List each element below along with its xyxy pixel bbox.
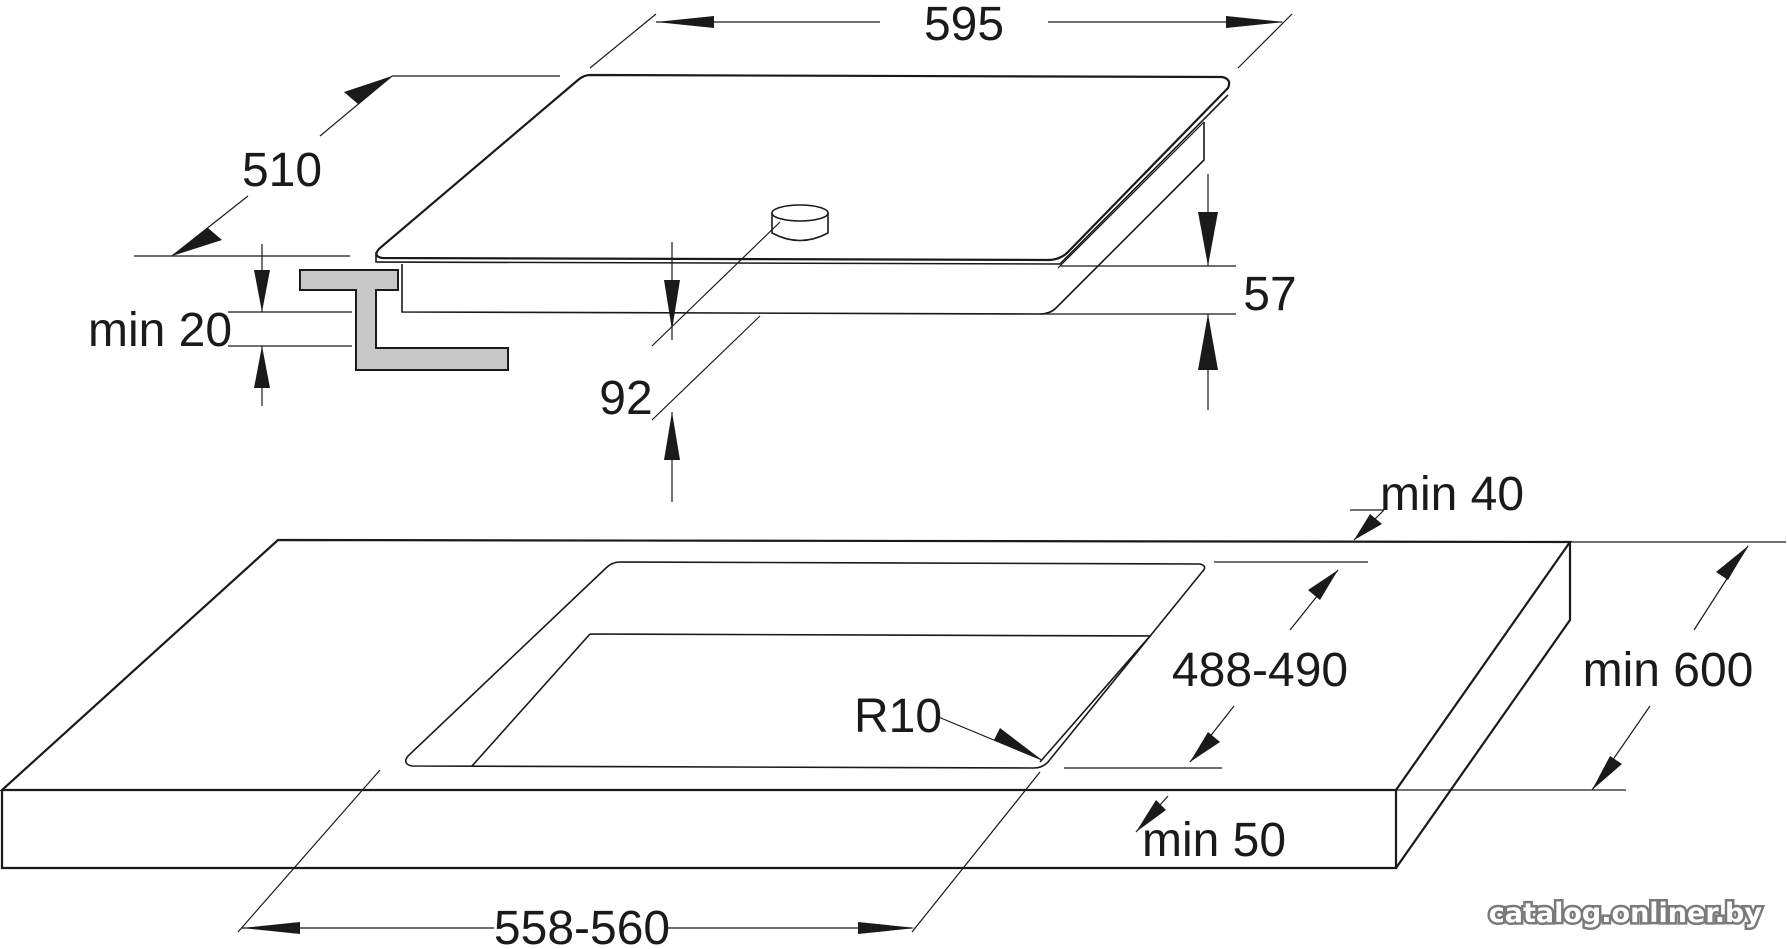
dim-radius-r10: R10 — [854, 690, 1043, 761]
hob-body — [401, 122, 1205, 315]
dim-min-40: min 40 — [1214, 468, 1524, 563]
cutout-outer-edge — [404, 561, 1206, 769]
dim-label-min-40: min 40 — [1380, 468, 1524, 521]
dim-label-height: 57 — [1243, 268, 1296, 321]
control-knob — [771, 204, 829, 242]
dim-min-600: min 600 — [1396, 541, 1786, 791]
hob-drawing — [299, 73, 1231, 371]
hob-glass-top — [375, 73, 1231, 262]
hob-glass-edge — [375, 94, 1229, 265]
cutout-inner-edge — [471, 633, 1152, 767]
worktop-drawing — [0, 538, 1573, 870]
dim-label-width: 595 — [924, 0, 1004, 51]
dim-label-min-50: min 50 — [1142, 814, 1286, 867]
dim-min-50: min 50 — [1135, 795, 1286, 867]
dim-height-57: 57 — [1040, 174, 1297, 410]
dim-cutout-depth: 488-490 — [1064, 569, 1348, 769]
dim-label-depth: 510 — [242, 144, 322, 197]
dim-label-92: 92 — [599, 372, 652, 425]
dim-depth-92: 92 — [599, 221, 781, 502]
worktop-bracket — [299, 269, 509, 371]
dim-min-20: min 20 — [88, 244, 352, 406]
hob-body-side-top — [1057, 121, 1205, 269]
dim-width-595: 595 — [589, 0, 1293, 69]
watermark-text: catalog.onliner.by — [1489, 898, 1763, 929]
worktop-front-face — [0, 790, 1398, 870]
dim-label-cutout-depth: 488-490 — [1172, 644, 1348, 697]
dim-label-cutout-width: 558-560 — [494, 902, 670, 949]
dim-label-r10: R10 — [854, 690, 942, 743]
dim-label-min-20: min 20 — [88, 304, 232, 357]
worktop-side-face — [1395, 542, 1572, 869]
dim-label-min-600: min 600 — [1583, 644, 1754, 697]
dim-cutout-width: 558-560 — [237, 769, 1041, 949]
dim-depth-510: 510 — [134, 75, 560, 257]
